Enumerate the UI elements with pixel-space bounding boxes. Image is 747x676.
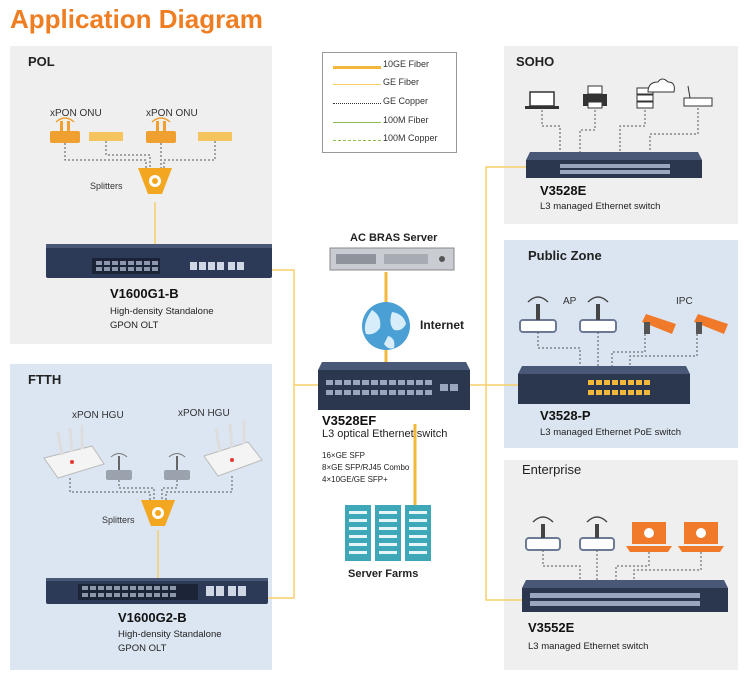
ap-2-icon	[579, 296, 617, 333]
onu-2-label: xPON ONU	[146, 108, 198, 119]
hgu-1-label: xPON HGU	[72, 410, 124, 421]
splitters-1-label: Splitters	[90, 181, 123, 191]
bras-label: AC BRAS Server	[350, 232, 438, 244]
olt-2-desc-1: High-density Standalone	[118, 629, 222, 640]
server-farms-label: Server Farms	[348, 568, 419, 580]
splitters-2-label: Splitters	[102, 515, 135, 525]
ap-label: AP	[563, 296, 577, 307]
enterprise-desc: L3 managed Ethernet switch	[528, 641, 649, 652]
olt-1-device	[46, 244, 272, 278]
ap-1-icon	[519, 296, 557, 333]
core-spec-3: 4×10GE/GE SFP+	[322, 475, 388, 484]
cloud-icon	[647, 78, 675, 93]
core-spec-1: 16×GE SFP	[322, 451, 365, 460]
zone-label-pol: POL	[28, 54, 55, 69]
zone-pol	[10, 46, 272, 344]
onu-1-icon	[50, 117, 123, 143]
page-title: Application Diagram	[10, 4, 263, 34]
legend-item-100m-fiber: 100M Fiber	[323, 115, 456, 129]
ent-ap-1-icon	[525, 516, 561, 551]
olt-2-model: V1600G2-B	[118, 610, 187, 625]
legend-item-ge-copper: GE Copper	[323, 96, 456, 110]
link-olt1-core	[272, 269, 318, 386]
core-spec-2: 8×GE SFP/RJ45 Combo	[322, 463, 410, 472]
zone-soho	[504, 46, 738, 224]
zone-ftth	[10, 364, 272, 670]
zone-label-enterprise: Enterprise	[522, 462, 582, 477]
olt-1-desc-2: GPON OLT	[110, 320, 159, 331]
legend-item-10ge-fiber: 10GE Fiber	[323, 59, 456, 73]
legend-item-ge-fiber: GE Fiber	[323, 77, 456, 91]
hgu-2-label: xPON HGU	[178, 408, 230, 419]
core-model: V3528EF	[322, 413, 377, 428]
soho-model: V3528E	[540, 183, 587, 198]
laptop-icon	[525, 91, 559, 109]
zone-enterprise	[504, 460, 738, 670]
poe-switch-model: V3528-P	[540, 408, 591, 423]
splitter-2-icon	[141, 500, 175, 526]
ent-laptop-1-icon	[626, 522, 672, 552]
internet-label: Internet	[420, 318, 465, 332]
ent-ap-2-icon	[579, 516, 615, 551]
olt-1-model: V1600G1-B	[110, 286, 179, 301]
splitter-1-icon	[138, 168, 172, 194]
soho-desc: L3 managed Ethernet switch	[540, 201, 661, 212]
poe-switch-device	[518, 366, 690, 404]
ent-laptop-2-icon	[678, 522, 724, 552]
zone-label-soho: SOHO	[516, 54, 555, 69]
link-core-soho	[470, 166, 526, 386]
bras-server-icon	[329, 247, 455, 271]
link-olt2-core	[266, 385, 295, 599]
core-desc: L3 optical Ethernet switch	[322, 428, 448, 440]
modem-icon	[683, 85, 713, 107]
ipc-camera-2-icon	[694, 314, 728, 334]
hgu-1-icon	[43, 425, 105, 479]
legend: 10GE Fiber GE Fiber GE Copper 100M Fiber…	[322, 52, 457, 153]
zone-label-ftth: FTTH	[28, 372, 62, 387]
enterprise-model: V3552E	[528, 620, 575, 635]
olt-2-desc-2: GPON OLT	[118, 643, 167, 654]
poe-switch-desc: L3 managed Ethernet PoE switch	[540, 427, 682, 438]
router-1-icon	[106, 453, 132, 480]
internet-globe-icon	[362, 302, 410, 350]
core-switch-device	[318, 362, 470, 410]
zone-public	[504, 240, 738, 448]
onu-2-icon	[146, 117, 232, 143]
enterprise-switch-device	[522, 580, 728, 612]
zone-label-public: Public Zone	[528, 248, 602, 263]
router-2-icon	[164, 453, 190, 480]
onu-1-label: xPON ONU	[50, 108, 102, 119]
legend-item-100m-copper: 100M Copper	[323, 133, 456, 147]
hgu-2-icon	[203, 420, 263, 477]
ipc-label: IPC	[676, 296, 693, 307]
link-core-enterprise	[485, 385, 522, 601]
ipc-camera-1-icon	[642, 314, 676, 334]
soho-switch-device	[526, 152, 702, 178]
olt-1-desc-1: High-density Standalone	[110, 306, 214, 317]
printer-icon	[583, 85, 607, 109]
olt-2-device	[46, 578, 268, 604]
server-farm-icon	[345, 505, 431, 561]
